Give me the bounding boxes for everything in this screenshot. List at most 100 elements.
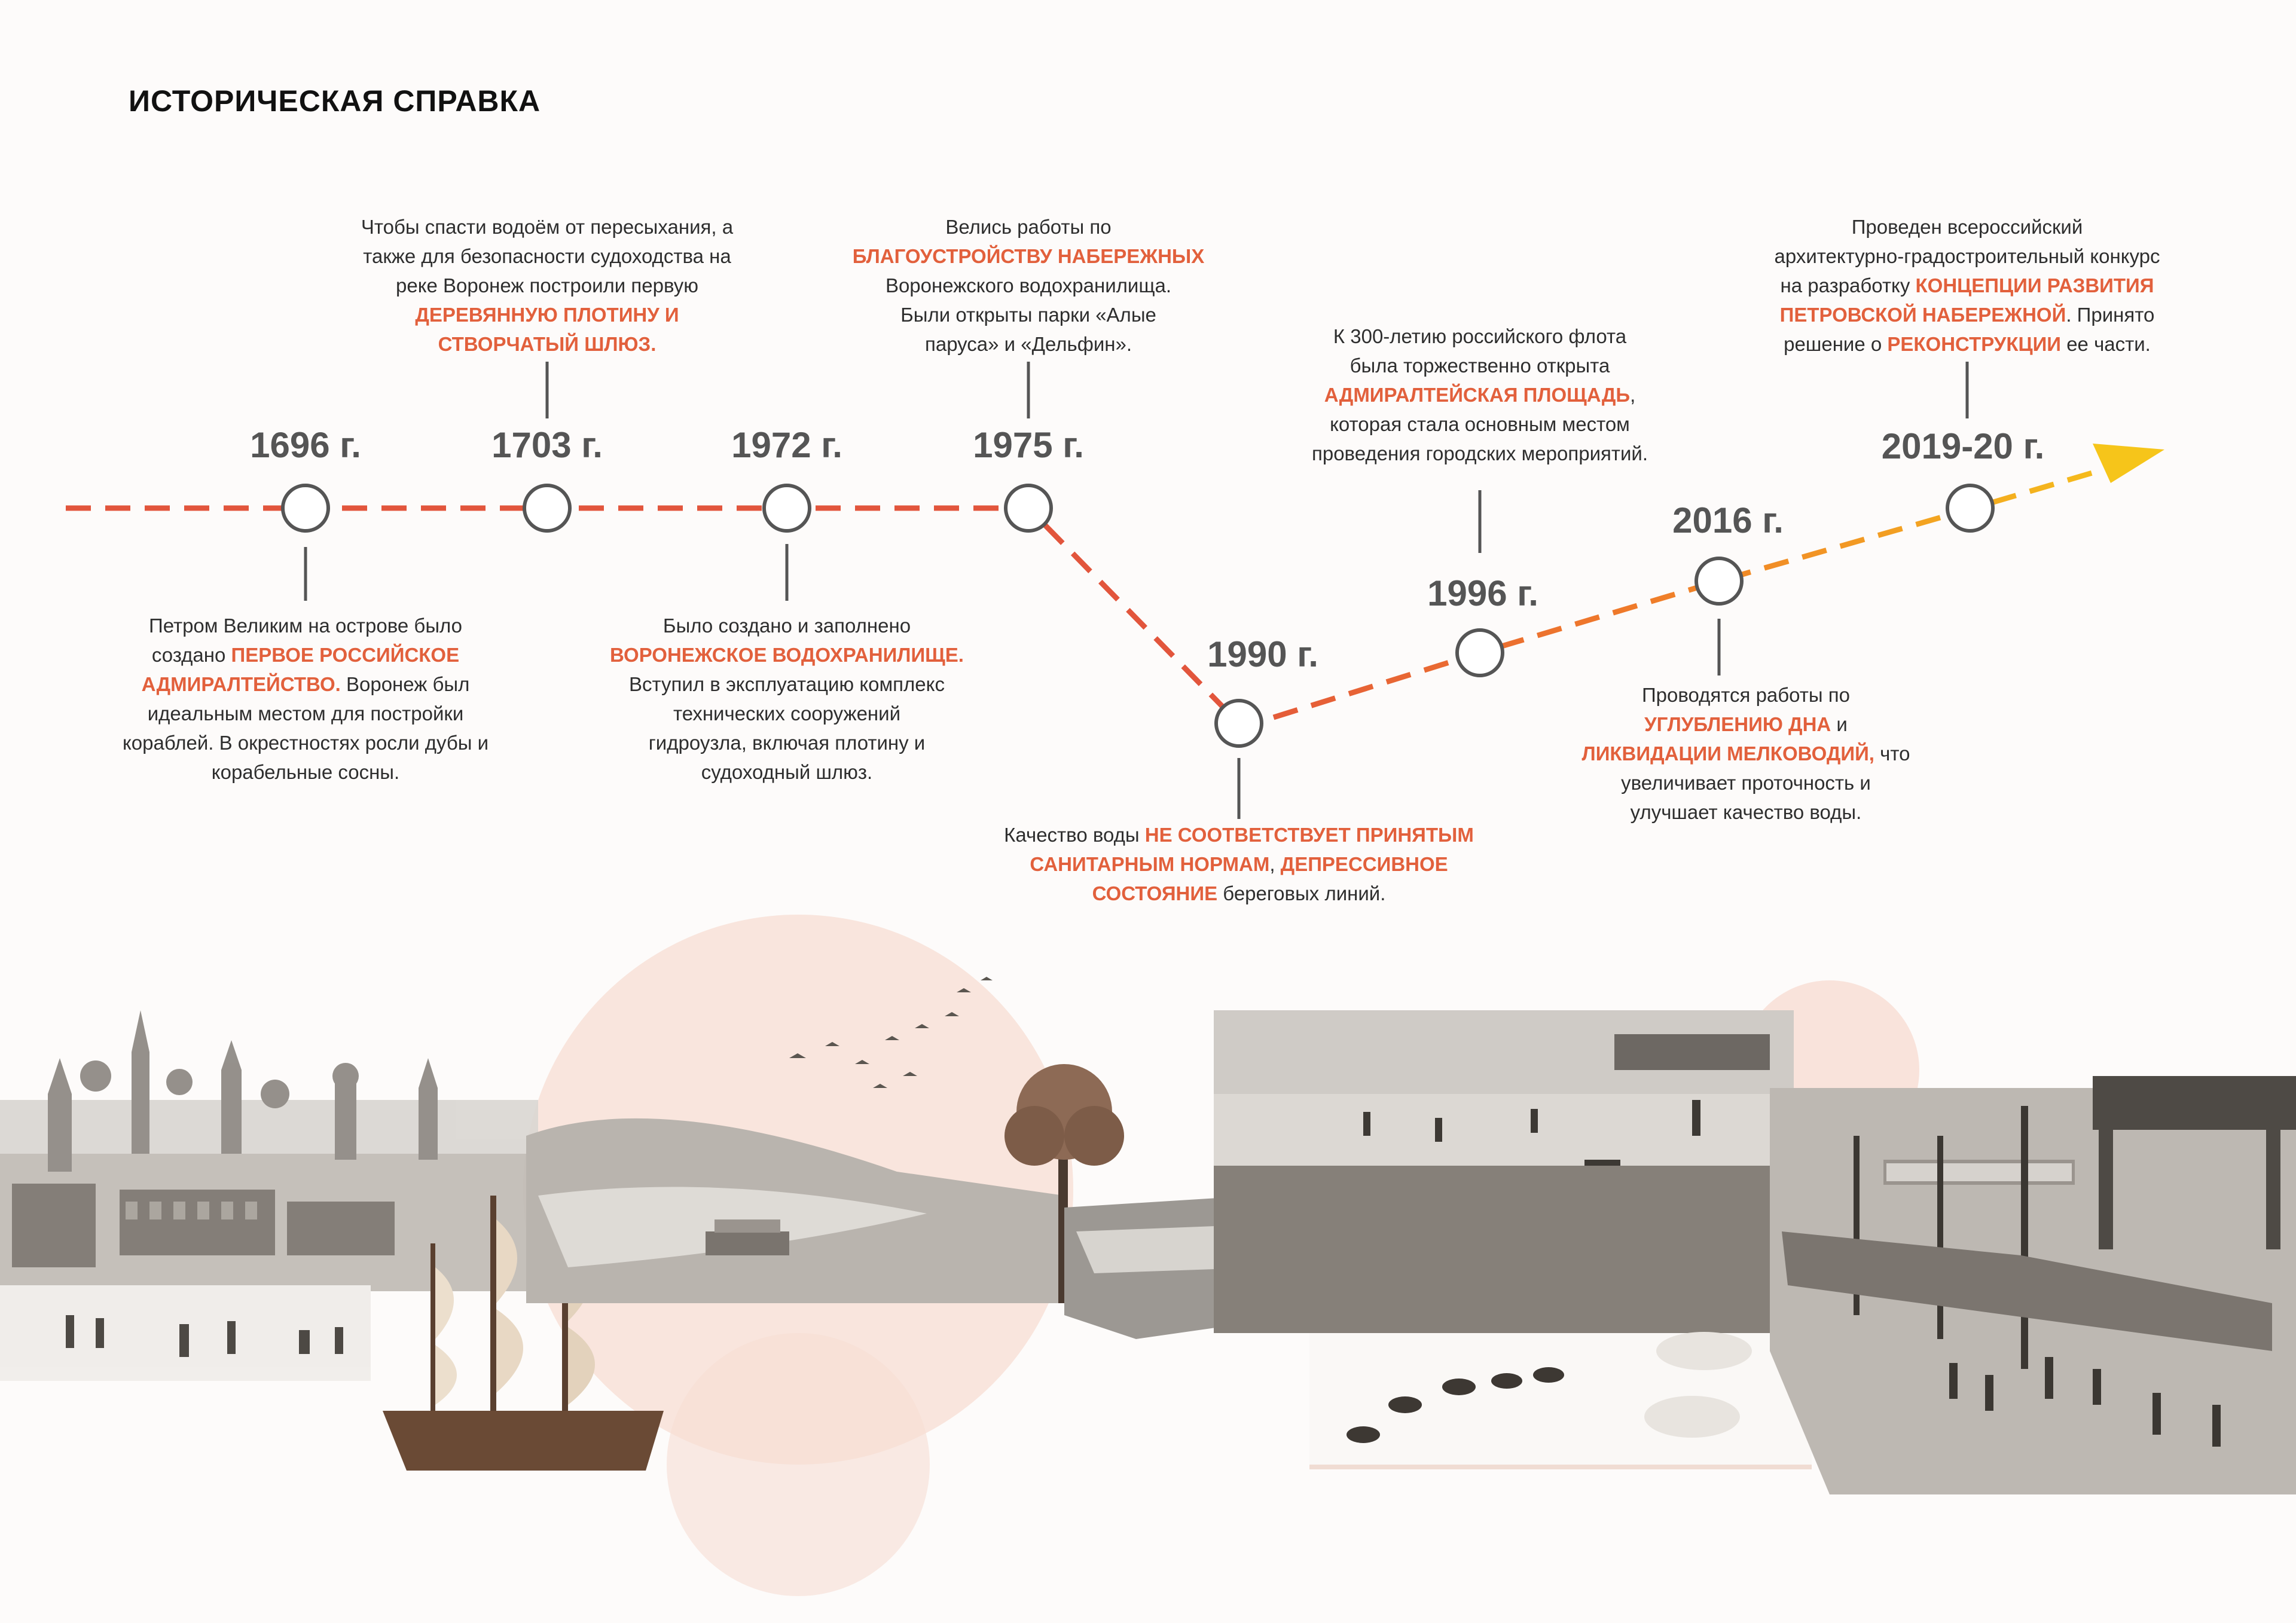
- node-2016: [1694, 557, 1744, 606]
- desc-text: Воронеж был: [340, 673, 470, 695]
- desc-line: Вступил в эксплуатацию комплекс: [610, 670, 964, 699]
- desc-text: гидроузла, включая плотину и: [648, 732, 926, 754]
- desc-text: ,: [1269, 853, 1281, 875]
- event-desc-1975: Велись работы по БЛАГОУСТРОЙСТВУ НАБЕРЕЖН…: [853, 212, 1205, 359]
- desc-text: была торжественно открыта: [1349, 354, 1610, 377]
- year-label-1975: 1975 г.: [973, 425, 1084, 465]
- desc-line: улучшает качество воды.: [1582, 797, 1910, 827]
- highlight-text: НЕ СООТВЕТСТВУЕТ ПРИНЯТЫМ: [1144, 824, 1474, 846]
- desc-line: АДМИРАЛТЕЙСКАЯ ПЛОЩАДЬ,: [1312, 380, 1648, 409]
- desc-line: реке Воронеж построили первую: [361, 271, 733, 300]
- desc-line: была торжественно открыта: [1312, 351, 1648, 380]
- desc-line: создано ПЕРВОЕ РОССИЙСКОЕ: [123, 640, 488, 670]
- desc-text: Проведен всероссийский: [1851, 216, 2083, 238]
- beach-photo: [1214, 1010, 1794, 1333]
- desc-line: Чтобы спасти водоём от пересыхания, а: [361, 212, 733, 242]
- year-label-1990: 1990 г.: [1207, 634, 1318, 674]
- highlight-text: ПЕТРОВСКОЙ НАБЕРЕЖНОЙ: [1779, 304, 2066, 326]
- highlight-text: ПЕРВОЕ РОССИЙСКОЕ: [231, 644, 460, 666]
- highlight-text: УГЛУБЛЕНИЮ ДНА: [1644, 713, 1831, 735]
- desc-text: решение о: [1784, 333, 1888, 355]
- desc-line: ВОРОНЕЖСКОЕ ВОДОХРАНИЛИЩЕ.: [610, 640, 964, 670]
- desc-text: Велись работы по: [945, 216, 1112, 238]
- desc-text: увеличивает проточность и: [1621, 772, 1871, 794]
- desc-line: СОСТОЯНИЕ береговых линий.: [1004, 879, 1474, 908]
- highlight-text: СТВОРЧАТЫЙ ШЛЮЗ.: [438, 333, 657, 355]
- old-city-engraving: [0, 1010, 538, 1381]
- desc-line: проведения городских мероприятий.: [1312, 439, 1648, 468]
- desc-line: увеличивает проточность и: [1582, 768, 1910, 797]
- highlight-text: БЛАГОУСТРОЙСТВУ НАБЕРЕЖНЫХ: [852, 245, 1205, 267]
- highlight-text: САНИТАРНЫМ НОРМАМ: [1030, 853, 1270, 875]
- event-desc-1996: К 300-летию российского флота была торжес…: [1312, 322, 1648, 468]
- desc-line: САНИТАРНЫМ НОРМАМ, ДЕПРЕССИВНОЕ: [1004, 849, 1474, 879]
- desc-line: БЛАГОУСТРОЙСТВУ НАБЕРЕЖНЫХ: [853, 242, 1205, 271]
- desc-text: Проводятся работы по: [1641, 684, 1851, 706]
- desc-text: на разработку: [1780, 274, 1916, 297]
- highlight-text: РЕКОНСТРУКЦИИ: [1887, 333, 2062, 355]
- desc-line: которая стала основным местом: [1312, 409, 1648, 439]
- desc-line: УГЛУБЛЕНИЮ ДНА и: [1582, 710, 1910, 739]
- page-title: ИСТОРИЧЕСКАЯ СПРАВКА: [129, 84, 541, 118]
- desc-text: паруса» и «Дельфин».: [924, 333, 1132, 355]
- desc-line: Проводятся работы по: [1582, 680, 1910, 710]
- desc-text: корабельные сосны.: [211, 761, 400, 783]
- desc-line: корабельные сосны.: [123, 757, 488, 787]
- node-1972: [762, 484, 811, 533]
- event-desc-1703: Чтобы спасти водоём от пересыхания, а так…: [361, 212, 733, 359]
- year-label-2016: 2016 г.: [1672, 500, 1784, 540]
- desc-line: паруса» и «Дельфин».: [853, 329, 1205, 359]
- embankment-photo: [1770, 1076, 2296, 1494]
- desc-line: на разработку КОНЦЕПЦИИ РАЗВИТИЯ: [1775, 271, 2160, 300]
- desc-line: Велись работы по: [853, 212, 1205, 242]
- desc-text: Были открыты парки «Алые: [900, 304, 1156, 326]
- desc-line: ПЕТРОВСКОЙ НАБЕРЕЖНОЙ. Принято: [1775, 300, 2160, 329]
- desc-text: создано: [151, 644, 231, 666]
- highlight-text: ДЕПРЕССИВНОЕ: [1280, 853, 1448, 875]
- desc-line: Было создано и заполнено: [610, 611, 964, 640]
- highlight-text: ВОРОНЕЖСКОЕ ВОДОХРАНИЛИЩЕ.: [610, 644, 964, 666]
- node-1696: [281, 484, 330, 533]
- desc-line: решение о РЕКОНСТРУКЦИИ ее части.: [1775, 329, 2160, 359]
- highlight-text: ДЕРЕВЯННУЮ ПЛОТИНУ И: [415, 304, 679, 326]
- desc-line: ЛИКВИДАЦИИ МЕЛКОВОДИЙ, что: [1582, 739, 1910, 768]
- desc-line: архитектурно-градостроительный конкурс: [1775, 242, 2160, 271]
- desc-text: и: [1831, 713, 1848, 735]
- year-label-1703: 1703 г.: [491, 425, 603, 465]
- desc-text: К 300-летию российского флота: [1333, 325, 1627, 347]
- year-label-1996: 1996 г.: [1427, 573, 1538, 613]
- desc-line: АДМИРАЛТЕЙСТВО. Воронеж был: [123, 670, 488, 699]
- desc-text: реке Воронеж построили первую: [395, 274, 699, 297]
- birds: [789, 977, 993, 1088]
- desc-line: Воронежского водохранилища.: [853, 271, 1205, 300]
- highlight-text: АДМИРАЛТЕЙСКАЯ ПЛОЩАДЬ: [1324, 384, 1631, 406]
- desc-line: Петром Великим на острове было: [123, 611, 488, 640]
- year-label-2019: 2019-20 г.: [1881, 426, 2045, 466]
- connector-ticks: [304, 362, 1969, 819]
- node-1996: [1455, 628, 1504, 677]
- desc-text: что: [1874, 742, 1910, 765]
- desc-text: архитектурно-градостроительный конкурс: [1774, 245, 2160, 267]
- desc-line: также для безопасности судоходства на: [361, 242, 733, 271]
- desc-line: Были открыты парки «Алые: [853, 300, 1205, 329]
- year-label-1696: 1696 г.: [250, 425, 361, 465]
- event-desc-2019: Проведен всероссийский архитектурно-градо…: [1775, 212, 2160, 359]
- desc-text: кораблей. В окрестностях росли дубы и: [122, 732, 489, 754]
- desc-text: ,: [1630, 384, 1636, 406]
- timeline-arrow-head: [2093, 444, 2164, 483]
- desc-text: Чтобы спасти водоём от пересыхания, а: [361, 216, 734, 238]
- node-1990: [1214, 699, 1263, 748]
- desc-line: гидроузла, включая плотину и: [610, 728, 964, 757]
- river-landscape: [526, 977, 1124, 1303]
- desc-text: Качество воды: [1004, 824, 1145, 846]
- desc-line: СТВОРЧАТЫЙ ШЛЮЗ.: [361, 329, 733, 359]
- desc-text: технических сооружений: [673, 702, 901, 725]
- desc-line: Качество воды НЕ СООТВЕТСТВУЕТ ПРИНЯТЫМ: [1004, 820, 1474, 849]
- year-label-1972: 1972 г.: [731, 425, 842, 465]
- highlight-text: ЛИКВИДАЦИИ МЕЛКОВОДИЙ,: [1581, 742, 1874, 765]
- desc-line: судоходный шлюз.: [610, 757, 964, 787]
- desc-text: Петром Великим на острове было: [148, 615, 463, 637]
